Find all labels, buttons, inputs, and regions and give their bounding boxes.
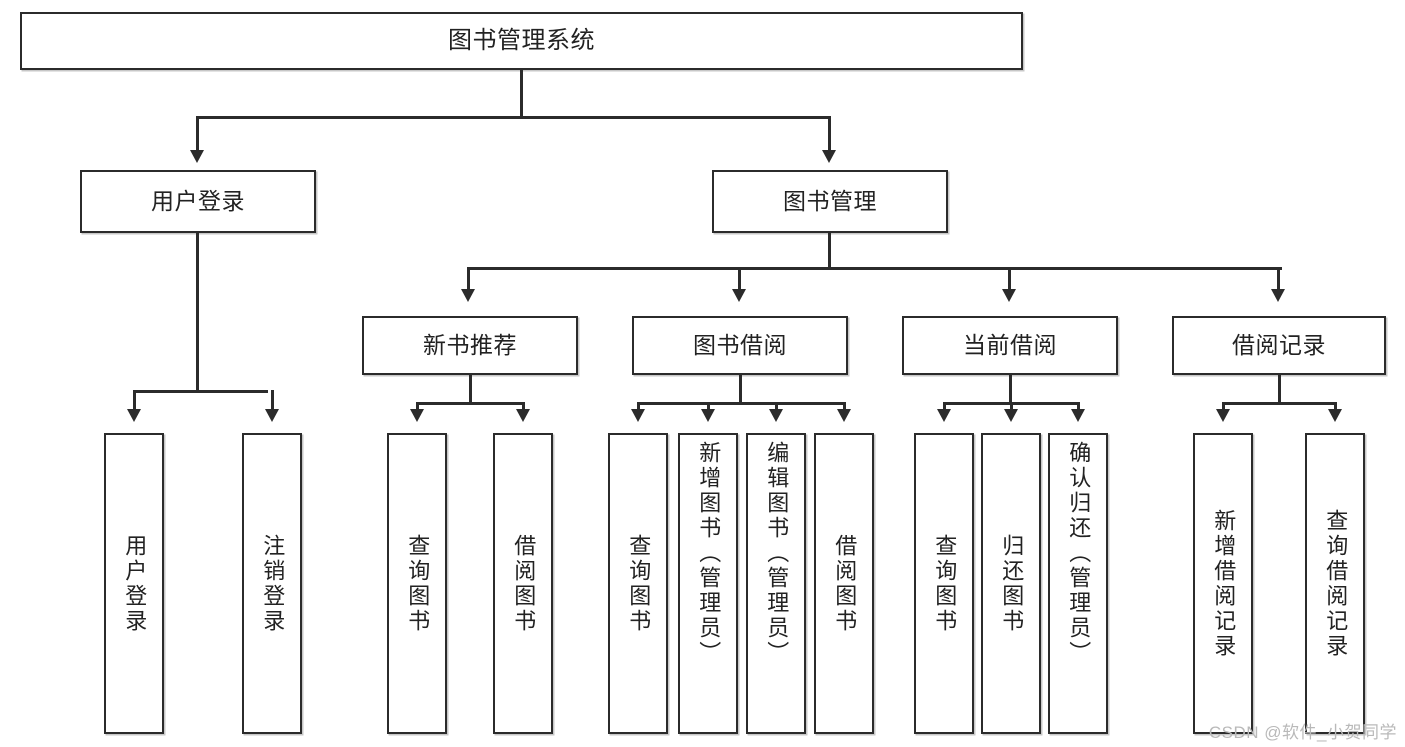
node-current-borrow[interactable]: 当前借阅 [902,316,1118,375]
connector-bookmgmt-stem [828,233,831,269]
leaf-edit-book-admin[interactable]: 编辑图书（管理员） [746,433,806,734]
arrow-bookmgmt-to-borrow [732,289,746,302]
connector-bookmgmt-to-current [1008,267,1011,291]
leaf-add-borrow-record[interactable]: 新增借阅记录 [1193,433,1253,734]
connector-newbooks-to-leaf1 [416,402,419,411]
connector-root-to-login [196,116,199,152]
connector-current-to-leaf1 [943,402,946,411]
node-label: 新书推荐 [423,331,517,358]
leaf-label: 新增借阅记录 [1211,508,1237,659]
leaf-borrow-books[interactable]: 借阅图书 [814,433,874,734]
connector-bookmgmt-to-records [1277,267,1280,291]
arrow-borrow-to-leaf4 [837,409,851,422]
connector-current-to-leaf3 [1077,402,1080,411]
arrow-current-to-leaf2 [1004,409,1018,422]
leaf-label: 查询图书 [626,533,652,634]
connector-records-to-leaf1 [1222,402,1225,411]
arrow-bookmgmt-to-records [1271,289,1285,302]
connector-borrow-to-leaf1 [637,402,640,411]
leaf-label: 借阅图书 [511,533,537,634]
leaf-label: 编辑图书（管理员） [764,441,790,666]
connector-root-stem [520,70,523,118]
connector-borrow-stem [739,375,742,404]
node-book-management[interactable]: 图书管理 [712,170,948,233]
leaf-query-books-recommend[interactable]: 查询图书 [387,433,447,734]
connector-current-stem [1009,375,1012,404]
connector-bookmgmt-to-newbooks [467,267,470,291]
connector-bookmgmt-to-borrow [738,267,741,291]
arrow-records-to-leaf2 [1328,409,1342,422]
node-book-borrow[interactable]: 图书借阅 [632,316,848,375]
connector-records-bus [1222,402,1336,405]
node-root-system[interactable]: 图书管理系统 [20,12,1023,70]
node-label: 用户登录 [151,187,245,214]
arrow-bookmgmt-to-current [1002,289,1016,302]
leaf-user-login[interactable]: 用户登录 [104,433,164,734]
leaf-query-borrow-record[interactable]: 查询借阅记录 [1305,433,1365,734]
leaf-label: 确认归还（管理员） [1066,441,1092,666]
leaf-return-books[interactable]: 归还图书 [981,433,1041,734]
connector-login-to-leaf1 [133,390,136,411]
leaf-logout[interactable]: 注销登录 [242,433,302,734]
arrow-current-to-leaf3 [1071,409,1085,422]
node-label: 借阅记录 [1232,331,1326,358]
leaf-label: 用户登录 [122,533,148,634]
connector-login-bus [133,390,268,393]
leaf-query-books-current[interactable]: 查询图书 [914,433,974,734]
connector-newbooks-to-leaf2 [522,402,525,411]
connector-newbooks-stem [469,375,472,404]
arrow-login-to-leaf2 [265,409,279,422]
leaf-query-books-borrow[interactable]: 查询图书 [608,433,668,734]
leaf-label: 查询借阅记录 [1323,508,1349,659]
connector-bookmgmt-bus [467,267,1282,270]
arrow-newbooks-to-leaf1 [410,409,424,422]
connector-login-stem [196,233,199,392]
arrow-current-to-leaf1 [937,409,951,422]
node-borrow-records[interactable]: 借阅记录 [1172,316,1386,375]
leaf-label: 归还图书 [999,533,1025,634]
node-label: 当前借阅 [963,331,1057,358]
connector-records-stem [1278,375,1281,404]
connector-borrow-to-leaf3 [775,402,778,411]
arrow-borrow-to-leaf2 [701,409,715,422]
connector-current-to-leaf2 [1010,402,1013,411]
connector-borrow-to-leaf2 [707,402,710,411]
leaf-label: 借阅图书 [832,533,858,634]
leaf-label: 查询图书 [932,533,958,634]
arrow-bookmgmt-to-newbooks [461,289,475,302]
node-label: 图书管理系统 [448,26,595,54]
leaf-confirm-return-admin[interactable]: 确认归还（管理员） [1048,433,1108,734]
connector-borrow-bus [637,402,845,405]
node-label: 图书管理 [783,187,877,214]
arrow-root-to-login [190,150,204,163]
connector-root-to-bookmgmt [828,116,831,152]
node-new-book-recommend[interactable]: 新书推荐 [362,316,578,375]
arrow-borrow-to-leaf1 [631,409,645,422]
leaf-label: 注销登录 [260,533,286,634]
connector-login-to-leaf2 [271,390,274,411]
connector-records-to-leaf2 [1334,402,1337,411]
arrow-newbooks-to-leaf2 [516,409,530,422]
arrow-borrow-to-leaf3 [769,409,783,422]
leaf-label: 查询图书 [405,533,431,634]
leaf-add-book-admin[interactable]: 新增图书（管理员） [678,433,738,734]
connector-newbooks-bus [416,402,524,405]
leaf-label: 新增图书（管理员） [696,441,722,666]
node-label: 图书借阅 [693,331,787,358]
arrow-root-to-bookmgmt [822,150,836,163]
arrow-records-to-leaf1 [1216,409,1230,422]
connector-root-bus [196,116,830,119]
connector-borrow-to-leaf4 [843,402,846,411]
arrow-login-to-leaf1 [127,409,141,422]
leaf-borrow-books-recommend[interactable]: 借阅图书 [493,433,553,734]
node-user-login[interactable]: 用户登录 [80,170,316,233]
